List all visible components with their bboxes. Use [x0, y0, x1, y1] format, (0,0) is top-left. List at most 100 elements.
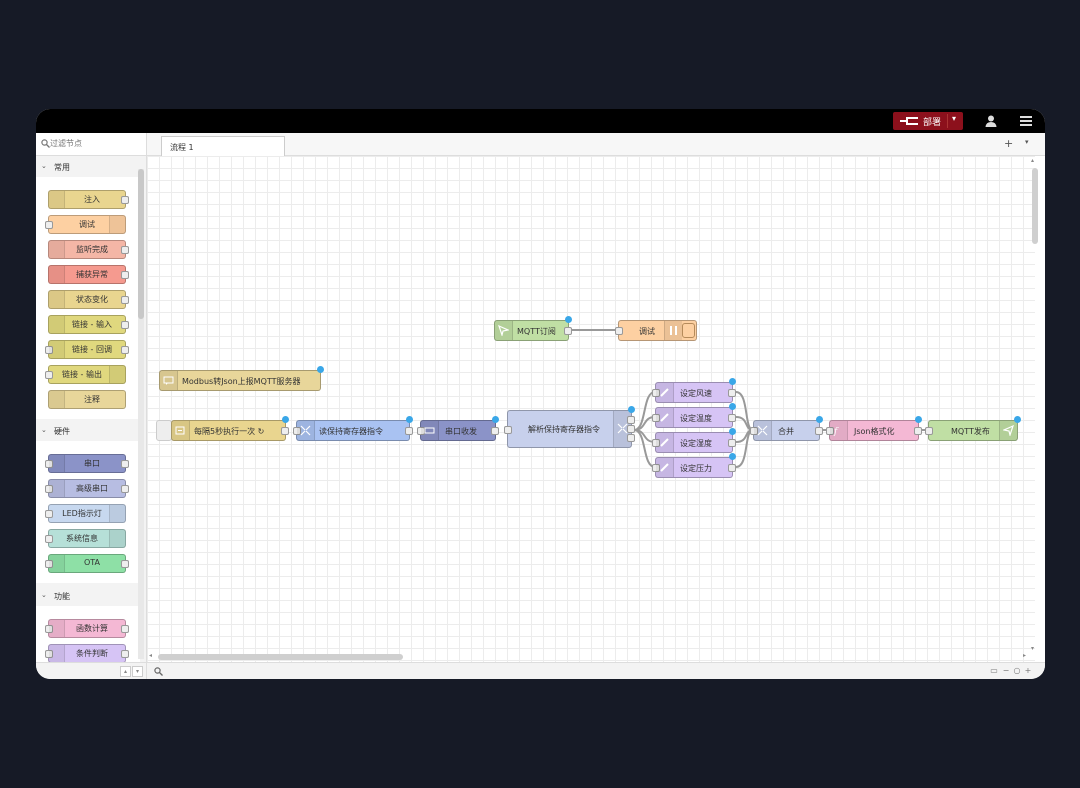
palette-node-link-out[interactable]: 链接 - 输出	[45, 365, 126, 384]
user-icon[interactable]	[984, 114, 998, 128]
output-port[interactable]	[728, 389, 736, 397]
output-port[interactable]	[815, 427, 823, 435]
input-port[interactable]	[504, 426, 512, 434]
output-port-3[interactable]	[627, 434, 635, 442]
palette-node-catch[interactable]: 捕获异常	[48, 265, 129, 284]
serial-node[interactable]: 串口收发	[417, 416, 499, 441]
filter-nodes-input[interactable]	[50, 135, 140, 151]
zoom-out-button[interactable]: −	[1002, 666, 1010, 675]
palette-node-comment[interactable]: 注释	[48, 390, 126, 409]
palette-node-ota[interactable]: OTA	[45, 554, 129, 573]
input-port[interactable]	[45, 510, 53, 518]
input-port[interactable]	[293, 427, 301, 435]
input-port[interactable]	[45, 221, 53, 229]
comment-node[interactable]: Modbus转Json上报MQTT服务器	[159, 366, 324, 391]
horizontal-scrollbar-thumb[interactable]	[158, 654, 403, 660]
palette-node-led[interactable]: LED指示灯	[45, 504, 126, 523]
input-port[interactable]	[925, 427, 933, 435]
canvas-horizontal-scrollbar[interactable]: ◂ ▸	[147, 652, 1031, 661]
deploy-button[interactable]: 部署 ▾	[893, 112, 963, 130]
output-port[interactable]	[728, 464, 736, 472]
palette-node-function[interactable]: 函数计算	[45, 619, 129, 638]
output-port[interactable]	[281, 427, 289, 435]
output-port[interactable]	[121, 321, 129, 329]
palette-node-complete[interactable]: 监听完成	[48, 240, 129, 259]
output-port-1[interactable]	[627, 416, 635, 424]
canvas-vertical-scrollbar[interactable]: ▴ ▾	[1031, 157, 1039, 653]
output-port[interactable]	[121, 460, 129, 468]
vertical-scrollbar-thumb[interactable]	[1032, 168, 1038, 244]
read-holding-register-node[interactable]: 读保持寄存器指令	[293, 416, 413, 441]
zoom-reset-button[interactable]: ○	[1013, 666, 1021, 675]
expand-all-button[interactable]: ▾	[132, 666, 143, 677]
parse-holding-register-node[interactable]: 解析保持寄存器指令	[504, 406, 635, 448]
palette-node-status[interactable]: 状态变化	[48, 290, 129, 309]
input-port[interactable]	[45, 535, 53, 543]
palette-node-sysinfo[interactable]: 系统信息	[45, 529, 126, 548]
output-port[interactable]	[121, 560, 129, 568]
input-port[interactable]	[826, 427, 834, 435]
palette-scrollbar-thumb[interactable]	[138, 169, 144, 319]
mqtt-out-node[interactable]: MQTT发布	[925, 416, 1021, 441]
scroll-right-icon[interactable]: ▸	[1023, 652, 1027, 659]
category-header-function[interactable]: ⌄ 功能	[36, 587, 140, 605]
scroll-left-icon[interactable]: ◂	[149, 652, 153, 659]
inject-node[interactable]: 每隔5秒执行一次 ↻	[171, 416, 289, 441]
flow-canvas[interactable]: MQTT订阅 调试 Modbus转Json上报MQTT服务器	[147, 156, 1035, 662]
input-port[interactable]	[652, 389, 660, 397]
change-node-wind[interactable]: 设定风速	[652, 378, 736, 403]
input-port[interactable]	[45, 371, 53, 379]
navigator-button[interactable]: ▭	[990, 666, 998, 675]
tab-list-dropdown[interactable]: ▾	[1025, 138, 1029, 146]
input-port[interactable]	[45, 650, 53, 658]
scroll-down-icon[interactable]: ▾	[1031, 645, 1035, 652]
input-port[interactable]	[45, 560, 53, 568]
input-port[interactable]	[45, 346, 53, 354]
input-port[interactable]	[45, 625, 53, 633]
json-format-node[interactable]: f Json格式化	[826, 416, 922, 441]
output-port[interactable]	[728, 414, 736, 422]
debug-node[interactable]: 调试	[615, 320, 697, 341]
input-port[interactable]	[652, 414, 660, 422]
palette-node-inject[interactable]: 注入	[48, 190, 129, 209]
output-port[interactable]	[564, 327, 572, 335]
output-port[interactable]	[121, 246, 129, 254]
mqtt-in-node[interactable]: MQTT订阅	[494, 316, 572, 341]
output-port[interactable]	[121, 625, 129, 633]
inject-trigger-button[interactable]	[156, 420, 172, 441]
output-port-2[interactable]	[627, 425, 635, 433]
debug-toggle-button[interactable]	[682, 323, 695, 338]
palette-node-link-in[interactable]: 链接 - 输入	[48, 315, 129, 334]
output-port[interactable]	[491, 427, 499, 435]
input-port[interactable]	[652, 464, 660, 472]
add-tab-button[interactable]: +	[1004, 137, 1014, 150]
palette-node-switch[interactable]: 条件判断	[45, 644, 129, 662]
change-node-pressure[interactable]: 设定压力	[652, 453, 736, 478]
input-port[interactable]	[652, 439, 660, 447]
output-port[interactable]	[728, 439, 736, 447]
output-port[interactable]	[121, 296, 129, 304]
category-header-common[interactable]: ⌄ 常用	[36, 158, 140, 176]
input-port[interactable]	[45, 485, 53, 493]
join-node[interactable]: 合并	[750, 416, 823, 441]
palette-scrollbar[interactable]	[138, 169, 144, 659]
output-port[interactable]	[121, 650, 129, 658]
input-port[interactable]	[615, 327, 623, 335]
collapse-all-button[interactable]: ▴	[120, 666, 131, 677]
scroll-up-icon[interactable]: ▴	[1031, 157, 1035, 164]
category-header-hardware[interactable]: ⌄ 硬件	[36, 422, 140, 440]
palette-node-debug[interactable]: 调试	[45, 215, 126, 234]
input-port[interactable]	[750, 427, 758, 435]
output-port[interactable]	[914, 427, 922, 435]
palette-node-advanced-serial[interactable]: 高级串口	[45, 479, 129, 498]
output-port[interactable]	[121, 485, 129, 493]
palette-node-link-call[interactable]: 链接 - 回调	[45, 340, 129, 359]
output-port[interactable]	[121, 196, 129, 204]
tab-flow-1[interactable]: 流程 1	[161, 136, 285, 157]
output-port[interactable]	[121, 346, 129, 354]
palette-node-serial[interactable]: 串口	[45, 454, 129, 473]
hamburger-menu-icon[interactable]	[1020, 115, 1032, 127]
output-port[interactable]	[121, 271, 129, 279]
search-icon[interactable]	[154, 667, 163, 676]
output-port[interactable]	[405, 427, 413, 435]
